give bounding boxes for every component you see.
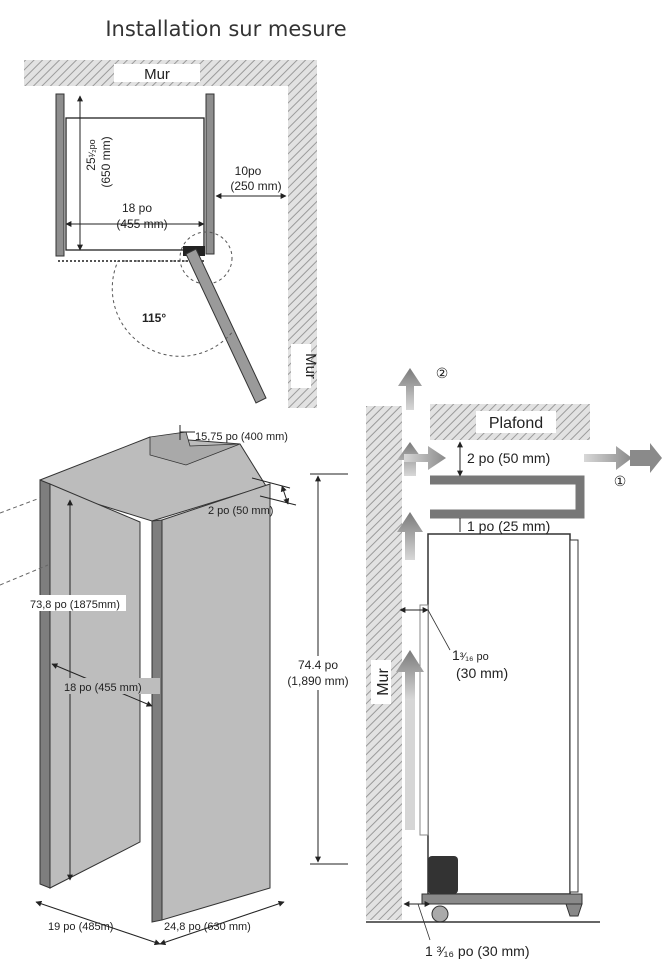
base-plate [421, 893, 583, 905]
depth-label-in: 25¹⁄₂po [84, 139, 98, 170]
width-label-mm: (455 mm) [116, 217, 167, 231]
inner-height-label: 73,8 po (1875mm) [30, 599, 120, 611]
front-width-dimension-line [35, 900, 161, 946]
side-view-diagram: Mur Plafond ② ① 2 po (50 mm [366, 365, 662, 959]
door-angle-arc [111, 260, 235, 357]
guide-line-lower [0, 564, 49, 586]
rear-foot [565, 903, 583, 917]
side-depth-label: 24,8 po (630 mm) [164, 921, 251, 933]
left-panel-front [39, 479, 51, 889]
top-gap-dimension-line [280, 485, 290, 505]
top-width-label: 15,75 po (400 mm) [195, 431, 288, 443]
side-ceiling-gap-label: 1 po (25 mm) [467, 518, 550, 534]
airflow-label-1: ① [614, 473, 627, 489]
cabinet-view-diagram: 15,75 po (400 mm) 2 po (50 mm) 73,8 po (… [0, 425, 360, 946]
fridge-body-outline [65, 117, 205, 251]
right-panel-front [151, 519, 163, 923]
outer-height-label-box [280, 656, 360, 690]
front-wheel [431, 905, 449, 923]
back-gap-leader [427, 609, 451, 651]
side-wall-label: Mur [375, 668, 392, 696]
door-angle-label: 115° [142, 311, 166, 325]
back-condenser [419, 604, 429, 836]
compressor [428, 856, 458, 894]
ceiling-label-box [476, 411, 556, 433]
guide-line-upper [0, 497, 41, 514]
left-side-panel [55, 93, 65, 257]
side-top-gap-label: 2 po (50 mm) [467, 450, 550, 466]
inner-height-label-box [28, 595, 126, 611]
fridge-door [569, 539, 579, 893]
back-gap-label-mm: (30 mm) [456, 665, 508, 681]
top-gap-label: 2 po (50 mm) [208, 505, 273, 517]
airflow-arrow-exit [630, 443, 662, 473]
ceiling-label: Plafond [489, 415, 543, 432]
fridge-body [427, 533, 571, 895]
front-width-label: 19 po (485m) [48, 921, 113, 933]
top-view-diagram: Mur Mur 115° 25¹⁄₂po (650 mm) 18 po (455… [24, 60, 319, 408]
bottom-gap-leader [417, 903, 431, 941]
right-wall-label: Mur [302, 353, 319, 379]
top-wall-label-box [114, 64, 200, 82]
outer-height-label-in: 74.4 po [298, 658, 338, 672]
airflow-label-2: ② [436, 365, 449, 381]
depth-label-mm: (650 mm) [99, 136, 113, 187]
width-label-in: 18 po [122, 201, 152, 215]
airflow-stem-lower [405, 700, 415, 830]
inner-width-label-box [62, 678, 160, 694]
outer-height-label-mm: (1,890 mm) [287, 674, 348, 688]
airflow-arrow-top [398, 368, 422, 410]
side-gap-label-in: 10po [235, 164, 262, 178]
side-wall-label-box [371, 660, 391, 704]
airflow-arrow-lower [396, 650, 424, 700]
inner-width-label: 18 po (455 mm) [64, 682, 142, 694]
top-wall-label: Mur [144, 66, 170, 83]
page-title: Installation sur mesure [105, 17, 346, 41]
top-gap-leader-b [259, 495, 297, 506]
right-side-panel [205, 93, 215, 255]
side-gap-label-mm: (250 mm) [230, 179, 281, 193]
airflow-arrow-middle [397, 512, 423, 560]
vent-duct [430, 475, 585, 519]
side-depth-dimension-line [159, 900, 285, 946]
right-panel-side [161, 483, 271, 921]
airflow-arrow-into-duct [404, 446, 446, 470]
right-wall-label-box [291, 344, 311, 388]
back-gap-label: 1³⁄₁₆ po [452, 647, 489, 663]
bottom-gap-label: 1 ³⁄₁₆ po (30 mm) [425, 943, 530, 959]
airflow-arrow-out [584, 446, 632, 470]
open-door [185, 248, 267, 404]
hinge-detail-circle [179, 231, 233, 285]
